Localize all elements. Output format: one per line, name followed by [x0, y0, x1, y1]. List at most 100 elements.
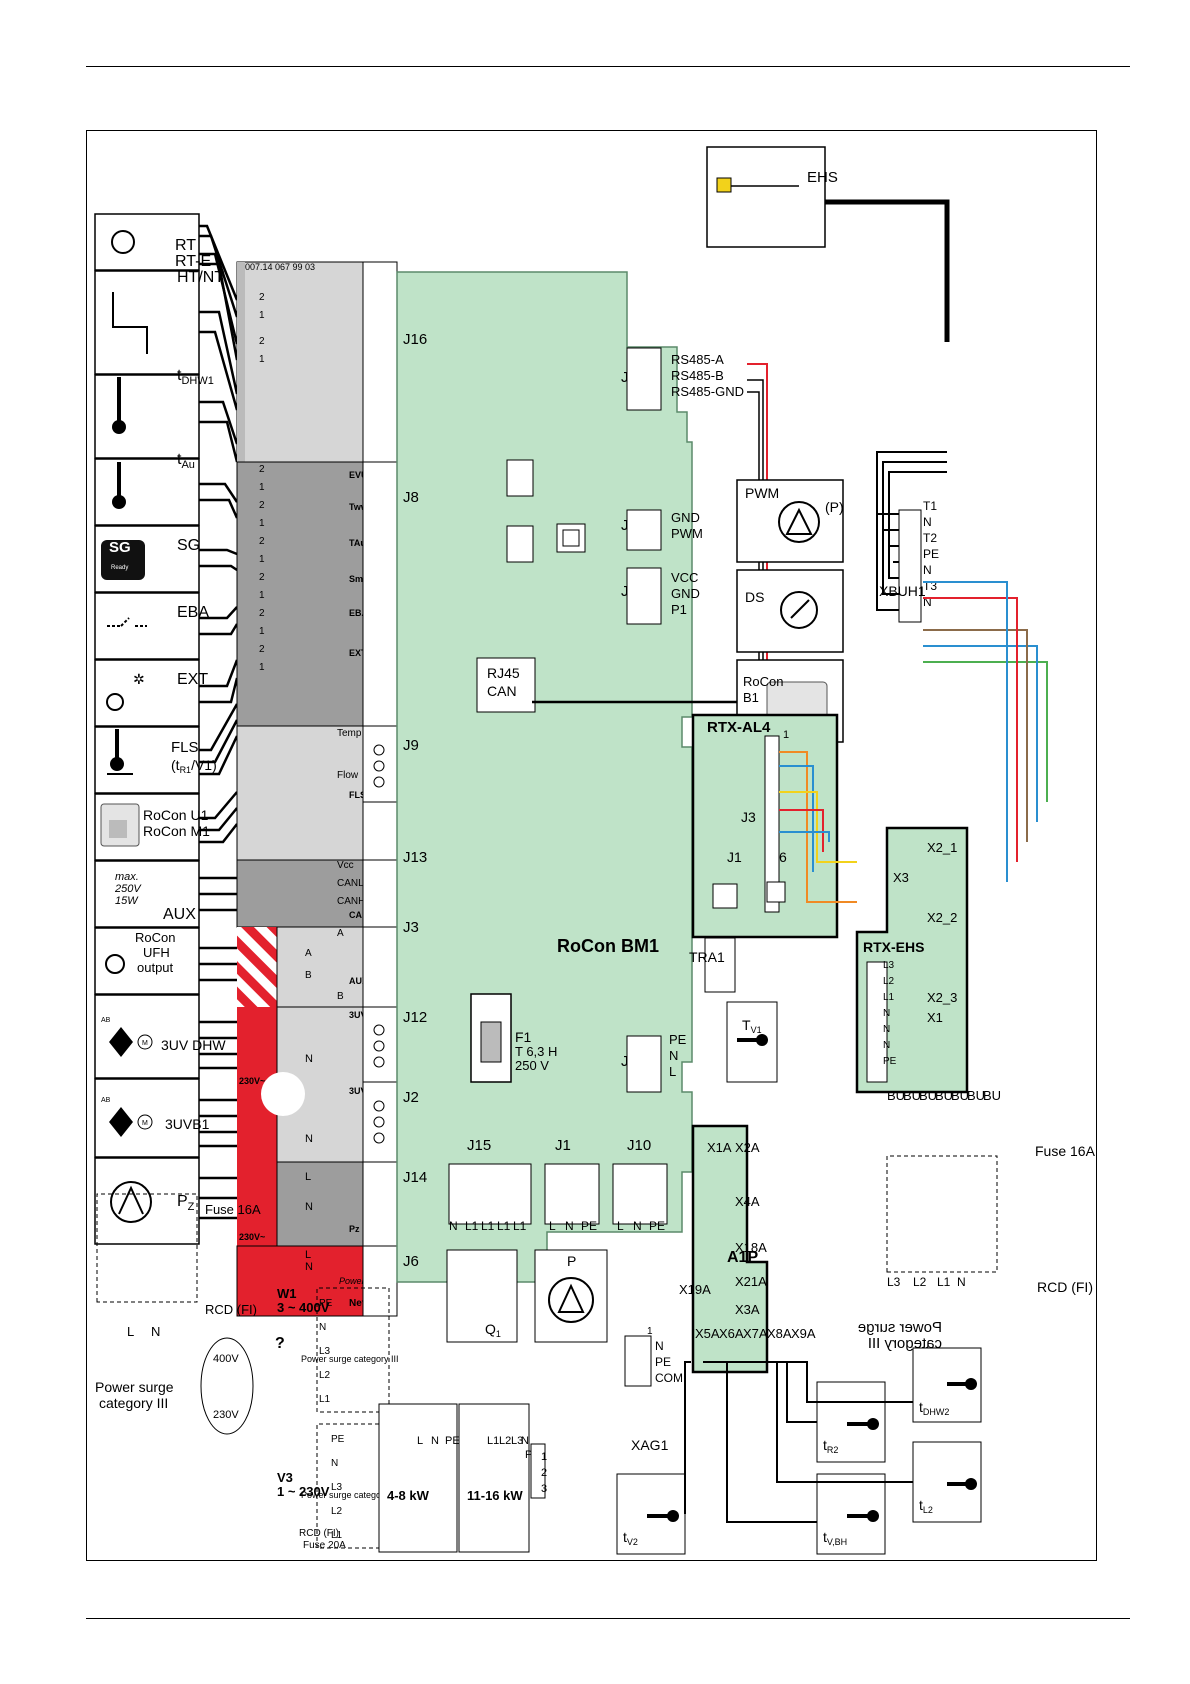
- bu-2: BU: [903, 1088, 921, 1103]
- outdoor-l: L: [417, 1435, 423, 1447]
- x1-pin-7: PE: [883, 1056, 897, 1067]
- svg-text:2: 2: [259, 336, 265, 347]
- htnt-label: HT/NT: [177, 269, 224, 286]
- term-pin-numbers: 2 1 2 1 2 1 2 1 2 1 2 1 2 1 2 1: [259, 292, 265, 673]
- a1p-x8a: X8A: [767, 1326, 792, 1341]
- outdoor-small: 4-8 kW: [387, 1488, 430, 1503]
- wiring-diagram: RT RT-E HT/NT tDHW1 tAu SG Ready SG: [86, 130, 1097, 1561]
- rtx-al4-j3: J3: [741, 809, 756, 825]
- term-tww: Tww: [349, 502, 369, 512]
- can-label: CAN: [487, 683, 517, 699]
- svg-text:2: 2: [259, 572, 265, 583]
- svg-text:2: 2: [259, 608, 265, 619]
- top-rule: [86, 66, 1130, 67]
- j7-gnd: GND: [671, 510, 700, 525]
- rtx-ehs-x2-3: X2_3: [927, 990, 957, 1005]
- j5-p1: P1: [671, 602, 687, 617]
- term-a2: A: [305, 948, 312, 959]
- supply-fuse20: Fuse 20A: [303, 1540, 346, 1551]
- wiring-diagram-svg: RT RT-E HT/NT tDHW1 tAu SG Ready SG: [94, 146, 1096, 1555]
- rt-label: RT: [175, 237, 196, 254]
- supply-400v: 400V: [213, 1353, 239, 1365]
- peripheral-rt: RT RT-E: [94, 213, 211, 271]
- outdoor-units: 4-8 kW 11-16 kW L N PE L1 L2 L3 N PE 1 2…: [378, 1403, 547, 1553]
- part-number: 007.14 067 99 03: [245, 262, 315, 272]
- mains-right: Fuse 16A RCD (FI) Power surge category I…: [858, 1143, 1096, 1352]
- x1-pin-4: N: [883, 1008, 890, 1019]
- sensor-tv2: tV2: [616, 1473, 686, 1555]
- a1p-x5a: X5A: [695, 1326, 720, 1341]
- tra1: TRA1: [689, 937, 736, 993]
- supply-psc-2: Power surge category III: [301, 1490, 399, 1500]
- rt-e-label: RT-E: [175, 253, 211, 270]
- mains-left-rcd: RCD (FI): [205, 1302, 257, 1317]
- x1-pin-2: L2: [883, 976, 895, 987]
- svg-text:1: 1: [259, 310, 265, 321]
- sg-ready-badge-sub: Ready: [111, 565, 128, 571]
- a1p-label: A1P: [727, 1249, 758, 1266]
- fuse-rating: T 6,3 H: [515, 1044, 557, 1059]
- fls-sub-label: (tR1/V1): [171, 757, 217, 775]
- rtx-al4-j1: J1: [727, 849, 742, 865]
- peripheral-rocon: RoCon U1 RoCon M1: [94, 793, 210, 861]
- mains-right-l3: L3: [887, 1275, 901, 1289]
- term-l-2: L: [305, 1171, 311, 1183]
- svg-text:2: 2: [259, 292, 265, 303]
- term-n-4: N: [305, 1053, 313, 1065]
- j15-pin-4: L1: [497, 1219, 511, 1233]
- term-n-1: N: [305, 1261, 313, 1273]
- j12-label: J12: [403, 1009, 427, 1026]
- supply-v3-n: N: [331, 1458, 338, 1469]
- mains-left: Fuse 16A RCD (FI) Power surge category I…: [95, 1193, 261, 1411]
- peripheral-tau: tAu: [94, 451, 200, 526]
- term-a: A: [337, 928, 344, 939]
- colored-wiring: [779, 581, 1048, 903]
- term-n-3: N: [305, 1133, 313, 1145]
- x1-pin-1: L3: [883, 960, 895, 971]
- svg-text:1: 1: [259, 518, 265, 529]
- supply-230v: 230V: [213, 1409, 239, 1421]
- bottom-rule: [86, 1618, 1130, 1619]
- term-pz: Pz: [349, 1224, 360, 1234]
- xag1-pin-pe: PE: [655, 1355, 671, 1369]
- pump-p: P: [534, 1249, 608, 1343]
- supply-v3-l2: L2: [331, 1506, 343, 1517]
- term-can: CAN: [349, 910, 369, 920]
- peripheral-ext: ✲ EXT: [94, 659, 208, 727]
- rj45-label: RJ45: [487, 665, 520, 681]
- a1p-x2a: X2A: [735, 1140, 760, 1155]
- tv1-label: TV1: [742, 1017, 762, 1035]
- j1-label: J1: [555, 1137, 571, 1154]
- term-canh: CANH: [337, 896, 365, 907]
- rtx-ehs: RTX-EHS X1 X3 X2_1 X2_2 X2_3 L3 L2 L1 N …: [855, 826, 969, 1094]
- j7-pwm: PWM: [671, 526, 703, 541]
- rtx-al4-label: RTX-AL4: [707, 719, 771, 736]
- supply-rcd-fi: RCD (FI): [299, 1528, 339, 1539]
- peripheral-3uvb1: M AB 3UVB1: [94, 1078, 210, 1158]
- svg-text:1: 1: [259, 626, 265, 637]
- term-230v-bottom: 230V~: [239, 1232, 265, 1242]
- rtx-ehs-x2-2: X2_2: [927, 910, 957, 925]
- outdoor-l3: L3: [511, 1435, 523, 1447]
- fuse-f1: F1 T 6,3 H 250 V: [470, 993, 557, 1083]
- term-230v-top: 230V~: [239, 1076, 265, 1086]
- tvbh-label: tV,BH: [823, 1529, 847, 1547]
- a1p-x18a: X18A: [735, 1240, 767, 1255]
- xbuh1-pin-3: T2: [923, 531, 937, 545]
- tdhw2-label: tDHW2: [919, 1399, 949, 1417]
- rtx-ehs-label: RTX-EHS: [863, 939, 924, 955]
- j10-pin-n: N: [633, 1219, 642, 1233]
- tl2-label: tL2: [919, 1497, 933, 1515]
- bu-6: BU: [967, 1088, 985, 1103]
- term-netz: Netz: [349, 1298, 370, 1309]
- supply-w1-l1: L1: [319, 1394, 331, 1405]
- 3uvdhw-port-ab: AB: [101, 1017, 111, 1024]
- xbuh1-pin-5: N: [923, 563, 932, 577]
- a1p-x9a: X9A: [791, 1326, 816, 1341]
- xbuh1-pin-2: N: [923, 515, 932, 529]
- bu-1: BU: [887, 1088, 905, 1103]
- peripheral-sg: SG Ready SG: [94, 525, 200, 593]
- peripheral-fls: FLS (tR1/V1): [94, 726, 217, 794]
- q1-label: Q1: [485, 1321, 501, 1339]
- lower-board-connectors: N L1 L1 L1 L1 L N PE L N PE Q1 P: [446, 1163, 668, 1343]
